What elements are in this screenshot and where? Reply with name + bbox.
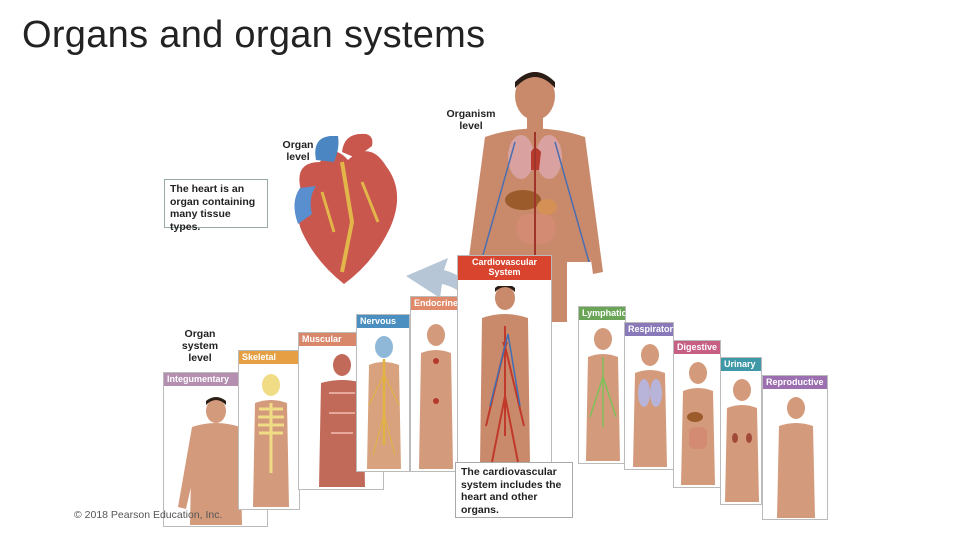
system-panel-digestive: Digestive xyxy=(673,340,721,488)
nervous-figure xyxy=(367,336,401,469)
system-panel-nervous: Nervous xyxy=(356,314,410,472)
system-tag-respiratory: Respiratory xyxy=(625,323,673,336)
copyright: © 2018 Pearson Education, Inc. xyxy=(74,509,223,521)
endocrine-figure xyxy=(419,324,453,469)
system-panel-skeletal: Skeletal xyxy=(238,350,300,510)
respiratory-figure xyxy=(633,344,667,467)
system-tag-lymphatic: Lymphatic xyxy=(579,307,625,320)
system-tag-digestive: Digestive xyxy=(674,341,720,354)
arrow-icon xyxy=(406,258,496,326)
system-panel-cardiovascular: Cardiovascular System xyxy=(457,255,552,465)
system-panel-reproductive: Reproductive xyxy=(762,375,828,520)
system-tag-nervous: Nervous xyxy=(357,315,409,328)
system-tag-skeletal: Skeletal xyxy=(239,351,299,364)
system-panel-lymphatic: Lymphatic xyxy=(578,306,626,464)
urinary-figure xyxy=(725,379,759,502)
skeletal-figure xyxy=(253,374,289,507)
lymphatic-figure xyxy=(586,328,620,461)
organ-system-level-label: Organ system level xyxy=(181,328,219,364)
system-panel-endocrine: Endocrine xyxy=(410,296,460,472)
heart-illustration xyxy=(294,133,398,284)
cardio-callout: The cardiovascular system includes the h… xyxy=(455,462,573,518)
system-panel-urinary: Urinary xyxy=(720,357,762,505)
system-tag-reproductive: Reproductive xyxy=(763,376,827,389)
system-tag-cardiovascular: Cardiovascular System xyxy=(458,256,551,280)
slide-title: Organs and organ systems xyxy=(22,14,486,56)
heart-callout: The heart is an organ containing many ti… xyxy=(164,179,268,233)
system-panel-respiratory: Respiratory xyxy=(624,322,674,470)
system-tag-endocrine: Endocrine xyxy=(411,297,459,310)
muscular-figure xyxy=(319,354,365,487)
organ-level-label: Organ level xyxy=(282,139,314,163)
reproductive-figure xyxy=(777,397,815,518)
system-tag-urinary: Urinary xyxy=(721,358,761,371)
organism-level-label: Organism level xyxy=(446,108,496,132)
digestive-figure xyxy=(681,362,715,485)
cardiovascular-figure xyxy=(480,286,530,464)
